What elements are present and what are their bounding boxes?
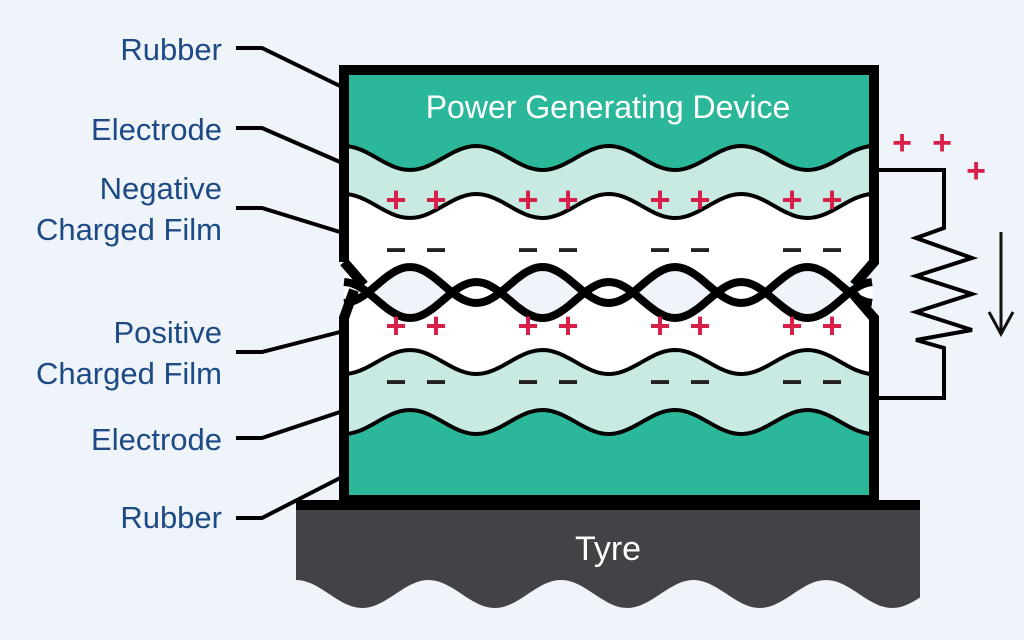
positive-charge: + [649,179,670,220]
circuit-positive-charge: + [932,124,952,162]
positive-charge: + [781,179,802,220]
negative-charge: − [385,361,406,402]
positive-charge: + [425,179,446,220]
resistor-icon [879,168,979,400]
negative-charge: − [649,229,670,270]
negative-charge: − [517,229,538,270]
negative-charge: − [517,361,538,402]
positive-charge: + [821,305,842,346]
positive-charge: + [517,305,538,346]
leader-line-negative-film [236,206,341,234]
negative-charge: − [821,361,842,402]
electrode-top-layer [344,146,874,218]
device-frame-top [339,65,879,289]
film-electrode-boundary-bottom [343,347,873,377]
tyre-block [296,506,920,608]
circuit-positive-charge: + [966,152,986,190]
label-positive-film: Positive [113,315,222,350]
negative-charge: − [821,229,842,270]
rubber-electrode-boundary-top [343,143,873,173]
negative-charge: − [781,229,802,270]
negative-charge: − [689,229,710,270]
negative-charge: − [557,361,578,402]
positive-charge: + [385,179,406,220]
positive-charge: + [557,179,578,220]
negative-charge: − [649,361,670,402]
circuit-positive-charge: + [892,124,912,162]
positive-charge: + [557,305,578,346]
label-positive-film: Charged Film [36,356,222,391]
leader-line-electrode-bottom [236,410,341,440]
leader-line-rubber-bottom [236,476,341,520]
device-title: Power Generating Device [426,89,791,125]
negative-charge: − [557,229,578,270]
negative-charge: − [385,229,406,270]
positive-charge: + [781,305,802,346]
label-negative-film: Negative [100,171,222,206]
label-negative-film: Charged Film [36,212,222,247]
rubber-bottom-layer [344,410,874,500]
label-electrode-top: Electrode [91,112,222,147]
positive-film-contact-surface [343,277,873,323]
device-frame-bottom [339,288,879,505]
current-arrow-down-icon [987,232,1015,338]
negative-film-layer [344,194,874,303]
electrode-rubber-boundary-bottom [343,407,873,437]
device-notch-left [340,258,368,289]
positive-charge: + [649,305,670,346]
positive-charge: + [689,305,710,346]
label-electrode-bottom: Electrode [91,422,222,457]
external-circuit: + + + [879,124,1015,400]
negative-charge: − [781,361,802,402]
positive-charge: + [385,305,406,346]
electrode-film-boundary-top [343,191,873,221]
electrode-bottom-layer [344,350,874,434]
tyre-label: Tyre [575,530,641,568]
power-generating-device: ++++++++−−−−−−−−++++++++−−−−−−−− [339,65,879,505]
negative-charge: − [689,361,710,402]
negative-film-contact-surface [343,262,873,308]
positive-charge: + [425,305,446,346]
label-rubber-top: Rubber [120,32,222,67]
negative-charge: − [425,361,446,402]
positive-charge: + [689,179,710,220]
leader-line-electrode-top [236,126,341,164]
positive-charge: + [517,179,538,220]
leader-line-positive-film [236,330,341,354]
positive-charge: + [821,179,842,220]
leader-line-rubber-top [236,46,341,88]
label-rubber-bottom: Rubber [120,500,222,535]
negative-charge: − [425,229,446,270]
